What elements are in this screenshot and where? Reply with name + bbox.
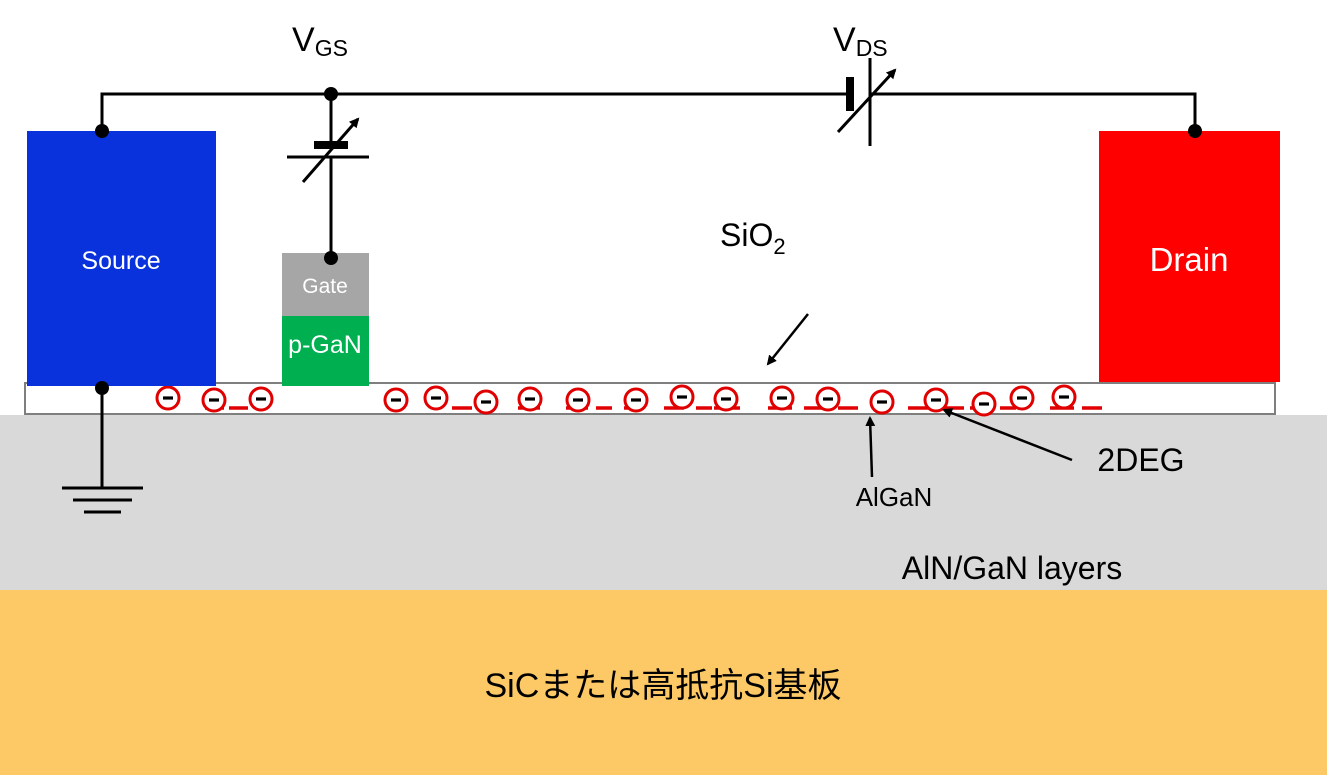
gate-electrode xyxy=(282,253,369,316)
vgs-battery-icon xyxy=(287,117,369,183)
electron-minus-sign xyxy=(931,398,941,402)
electron-minus-sign xyxy=(163,396,173,400)
electron-minus-sign xyxy=(391,398,401,402)
substrate-layer xyxy=(0,590,1327,775)
ground-icon xyxy=(62,388,143,514)
pgan-layer xyxy=(282,316,369,386)
sio2-label: SiO2 xyxy=(720,217,786,259)
electron-minus-sign xyxy=(573,398,583,402)
circuit-wiring xyxy=(100,92,1197,258)
electron-minus-sign xyxy=(481,400,491,404)
source-electrode xyxy=(27,131,216,386)
aln-gan-layers xyxy=(0,415,1327,590)
algan-pointer-arrow xyxy=(865,416,876,478)
source-label: Source xyxy=(81,247,160,275)
electron-minus-sign xyxy=(209,398,219,402)
electron-minus-sign xyxy=(823,397,833,401)
electron-minus-sign xyxy=(877,400,887,404)
2deg-label: 2DEG xyxy=(1097,442,1184,478)
electron-minus-sign xyxy=(1017,396,1027,400)
electron-minus-sign xyxy=(979,402,989,406)
gate-label: Gate xyxy=(302,275,348,298)
vds-label: VDS xyxy=(833,21,888,61)
2deg-electrons xyxy=(155,384,1102,417)
vds-battery-icon xyxy=(836,58,897,146)
electron-minus-sign xyxy=(256,397,266,401)
wire-junctions xyxy=(95,87,1202,395)
electron-minus-sign xyxy=(777,396,787,400)
electron-minus-sign xyxy=(525,397,535,401)
algan-label: AlGaN xyxy=(856,482,933,512)
electron-minus-sign xyxy=(631,398,641,402)
sio2-pointer-arrow xyxy=(766,313,809,366)
drain-electrode xyxy=(1099,131,1280,382)
substrate-label: SiCまたは高抵抗Si基板 xyxy=(484,667,841,705)
vgs-label: VGS xyxy=(292,21,348,61)
electron-minus-sign xyxy=(677,395,687,399)
pgan-label: p-GaN xyxy=(288,331,362,359)
electron-minus-sign xyxy=(721,397,731,401)
drain-label: Drain xyxy=(1150,241,1229,278)
2deg-pointer-arrow xyxy=(942,408,1073,462)
electron-minus-sign xyxy=(431,396,441,400)
electron-minus-sign xyxy=(1059,395,1069,399)
aln-gan-label: AlN/GaN layers xyxy=(902,550,1123,586)
